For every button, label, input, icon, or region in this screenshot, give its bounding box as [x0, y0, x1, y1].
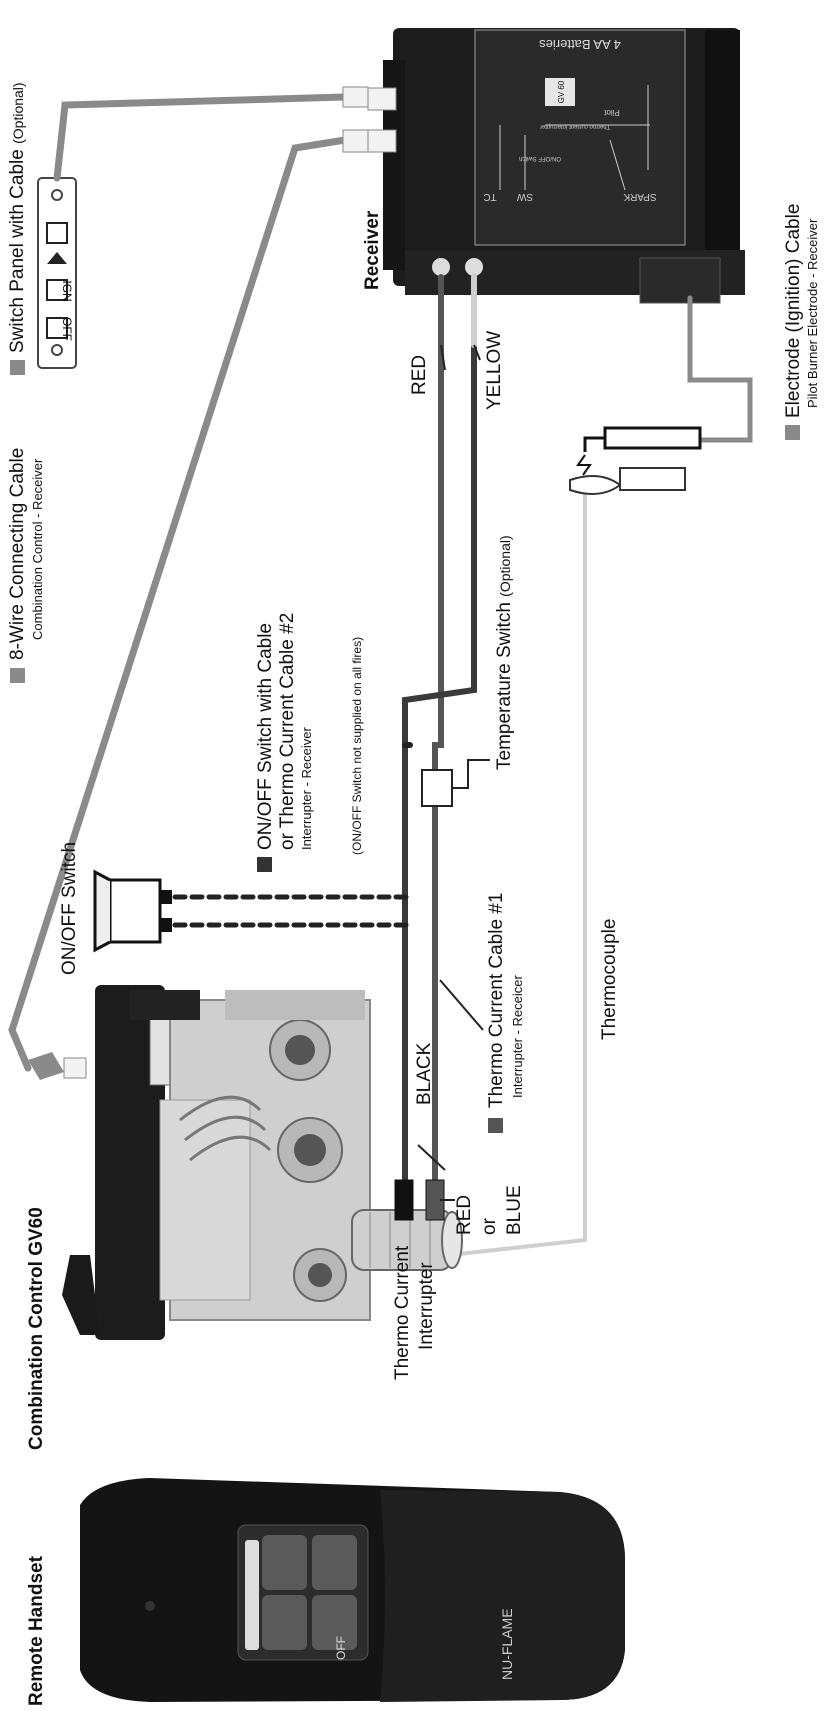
- receiver-device: 4 AA Batteries GV 60 Pilot Thermo curren…: [367, 28, 745, 304]
- red-or-blue-label-1: RED: [454, 1195, 475, 1235]
- switch-panel-cable: [53, 93, 349, 182]
- flame-high-button[interactable]: [262, 1535, 307, 1590]
- receiver-label: Receiver: [362, 210, 383, 290]
- on-off-switch[interactable]: [93, 869, 172, 953]
- black-label: BLACK: [414, 1042, 435, 1105]
- eight-wire-cable-plug-top: [342, 129, 369, 153]
- switch-panel-button-ign[interactable]: [46, 279, 68, 301]
- thermo-current-interrupter: [351, 1209, 463, 1271]
- legend-swatch: [257, 857, 272, 872]
- remote-handset: OFF NU-FLAME: [80, 1478, 625, 1702]
- legend-eight-wire: 8-Wire Connecting Cable Combination Cont…: [7, 448, 45, 683]
- electrode-cable: [687, 295, 753, 443]
- legend-swatch: [10, 668, 25, 683]
- legend-on-off-sub: Interrupter - Receiver: [299, 727, 314, 850]
- legend-swatch: [785, 425, 800, 440]
- receiver-onoff-label: ON/OFF Switch: [519, 155, 561, 161]
- legend-on-off-title-2: or Thermo Current Cable #2: [277, 613, 298, 850]
- black-wire-plug: [394, 1179, 414, 1221]
- legend-electrode-title: Electrode (Ignition) Cable: [783, 204, 804, 418]
- legend-thermo-cable-1-sub: Interrupter - Receicer: [510, 975, 525, 1098]
- spark-icon: [576, 454, 592, 476]
- legend-swatch: [10, 360, 25, 375]
- legend-eight-wire-title: 8-Wire Connecting Cable: [7, 448, 28, 660]
- receiver-model-label: GV 60: [557, 80, 566, 103]
- legend-electrode-sub: Pilot Burner Electrode - Receiver: [805, 218, 820, 408]
- thermocouple-label: Thermocouple: [599, 919, 620, 1040]
- legend-on-off-extra: (ON/OFF Switch not supplied on all fires…: [350, 637, 364, 855]
- legend-switch-panel: Switch Panel with Cable (Optional): [7, 82, 28, 375]
- legend-swatch: [488, 1118, 503, 1133]
- receiver-sw-label: SW: [516, 191, 533, 202]
- red-wire: [432, 274, 444, 1188]
- legend-eight-wire-sub: Combination Control - Receiver: [30, 458, 45, 640]
- combination-control-device: [62, 985, 371, 1340]
- legend-on-off-cable: ON/OFF Switch with Cable or Thermo Curre…: [255, 613, 364, 872]
- svg-text:Switch Panel with Cable (Optio: Switch Panel with Cable (Optional): [7, 82, 28, 353]
- temperature-switch-box: [421, 769, 453, 807]
- handset-off-label: OFF: [334, 1636, 348, 1660]
- switch-panel-button-off[interactable]: [46, 317, 68, 339]
- receiver-batteries-label: 4 AA Batteries: [539, 37, 621, 52]
- temperature-switch-leader: [452, 759, 490, 789]
- legend-thermo-cable-1-title: Thermo Current Cable #1: [486, 893, 507, 1108]
- switch-panel-ign-label: IGN: [60, 280, 74, 301]
- red-or-blue-label-3: BLUE: [504, 1185, 525, 1235]
- switch-panel-off-label: OFF: [60, 317, 74, 341]
- receiver-pilot-label: Pilot: [603, 108, 619, 117]
- pilot-electrode: [569, 426, 702, 495]
- interrupter-label-line2: Interrupter: [416, 1262, 437, 1350]
- switch-panel-cable-plug: [342, 86, 369, 108]
- yellow-wire: [402, 274, 477, 1188]
- receiver-tc-label: TC: [483, 191, 496, 202]
- switch-panel: IGN OFF: [37, 177, 77, 369]
- on-off-switch-label: ON/OFF Switch: [59, 842, 80, 975]
- yellow-label: YELLOW: [484, 331, 505, 410]
- legend-switch-panel-note: (Optional): [10, 82, 26, 143]
- legend-on-off-title-1: ON/OFF Switch with Cable: [255, 623, 276, 850]
- receiver-spark-label: SPARK: [623, 191, 656, 202]
- combination-control-label: Combination Control GV60: [26, 1207, 47, 1450]
- red-label: RED: [409, 355, 430, 395]
- flame-indicator-icon: [245, 1540, 259, 1650]
- remote-handset-label: Remote Handset: [26, 1555, 47, 1706]
- receiver-tci-label: Thermo current Interrupter: [540, 123, 610, 129]
- switch-panel-button-1[interactable]: [46, 222, 68, 244]
- temperature-switch-label: Temperature Switch (Optional): [494, 535, 515, 770]
- eight-wire-cable: [8, 136, 349, 1072]
- flame-icon: [569, 475, 622, 495]
- ignite-button[interactable]: [312, 1535, 357, 1590]
- interrupter-label-line1: Thermo Current: [392, 1245, 413, 1380]
- red-or-blue-label-2: or: [479, 1217, 500, 1235]
- legend-thermo-cable-1: Thermo Current Cable #1 Interrupter - Re…: [486, 893, 525, 1133]
- arrow-icon: [47, 252, 67, 264]
- eight-wire-cable-plug-bottom: [63, 1057, 87, 1079]
- handset-brand-label: NU-FLAME: [499, 1608, 515, 1680]
- thermocouple-line: [448, 476, 587, 1257]
- flame-low-button[interactable]: [262, 1595, 307, 1650]
- off-button[interactable]: [312, 1595, 357, 1650]
- legend-switch-panel-title: Switch Panel with Cable: [7, 149, 28, 353]
- cables: [8, 86, 753, 1257]
- legend-electrode-cable: Electrode (Ignition) Cable Pilot Burner …: [783, 204, 820, 440]
